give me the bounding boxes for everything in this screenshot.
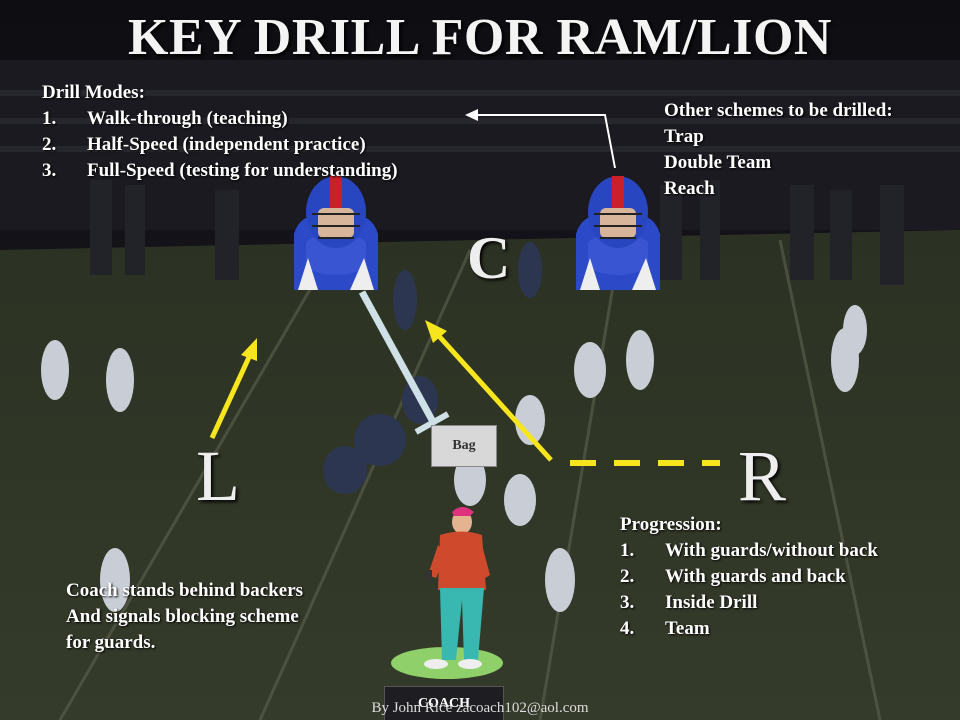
list-item: 3.Inside Drill <box>620 592 758 613</box>
slide-title: KEY DRILL FOR RAM/LION <box>128 9 832 66</box>
coach-label: COACH <box>384 686 504 720</box>
progression-block: Progression: 1.With guards/without back … <box>620 512 878 642</box>
list-item: 2.Half-Speed (independent practice) <box>42 134 366 155</box>
list-item: Reach <box>664 178 715 199</box>
list-item: 2.With guards and back <box>620 566 846 587</box>
list-item: 4.Team <box>620 618 710 639</box>
coach-note-line: Coach stands behind backers <box>66 580 304 601</box>
block-line <box>358 290 450 435</box>
schemes-pointer-arrow <box>465 109 616 169</box>
bag-label: Bag <box>431 425 497 467</box>
right-arrow <box>425 320 553 462</box>
right-lineman-helmet-icon <box>576 176 660 290</box>
coach-note-block: Coach stands behind backers And signals … <box>66 578 303 656</box>
left-label: L <box>196 436 240 516</box>
list-item: 3.Full-Speed (testing for understanding) <box>42 160 398 181</box>
right-label: R <box>738 436 787 516</box>
drill-modes-list: 1.Walk-through (teaching) 2.Half-Speed (… <box>42 106 398 184</box>
list-item: Double Team <box>664 152 772 173</box>
coach-note-line: And signals blocking scheme <box>66 606 299 627</box>
left-arrow <box>209 338 257 440</box>
other-schemes-block: Other schemes to be drilled: Trap Double… <box>664 98 893 202</box>
center-label: C <box>467 225 511 291</box>
drill-modes-heading: Drill Modes: <box>42 82 145 103</box>
coach-figure-icon <box>391 507 503 679</box>
left-lineman-helmet-icon <box>294 176 378 290</box>
coach-note-line: for guards. <box>66 632 156 653</box>
list-item: Trap <box>664 126 704 147</box>
list-item: 1.Walk-through (teaching) <box>42 108 288 129</box>
footer-credit: By John Rice zacoach102@aol.com <box>371 700 589 716</box>
list-item: 1.With guards/without back <box>620 540 878 561</box>
drill-modes-block: Drill Modes: 1.Walk-through (teaching) 2… <box>42 80 398 184</box>
progression-heading: Progression: <box>620 514 722 535</box>
progression-list: 1.With guards/without back 2.With guards… <box>620 538 878 642</box>
other-schemes-heading: Other schemes to be drilled: <box>664 100 893 121</box>
